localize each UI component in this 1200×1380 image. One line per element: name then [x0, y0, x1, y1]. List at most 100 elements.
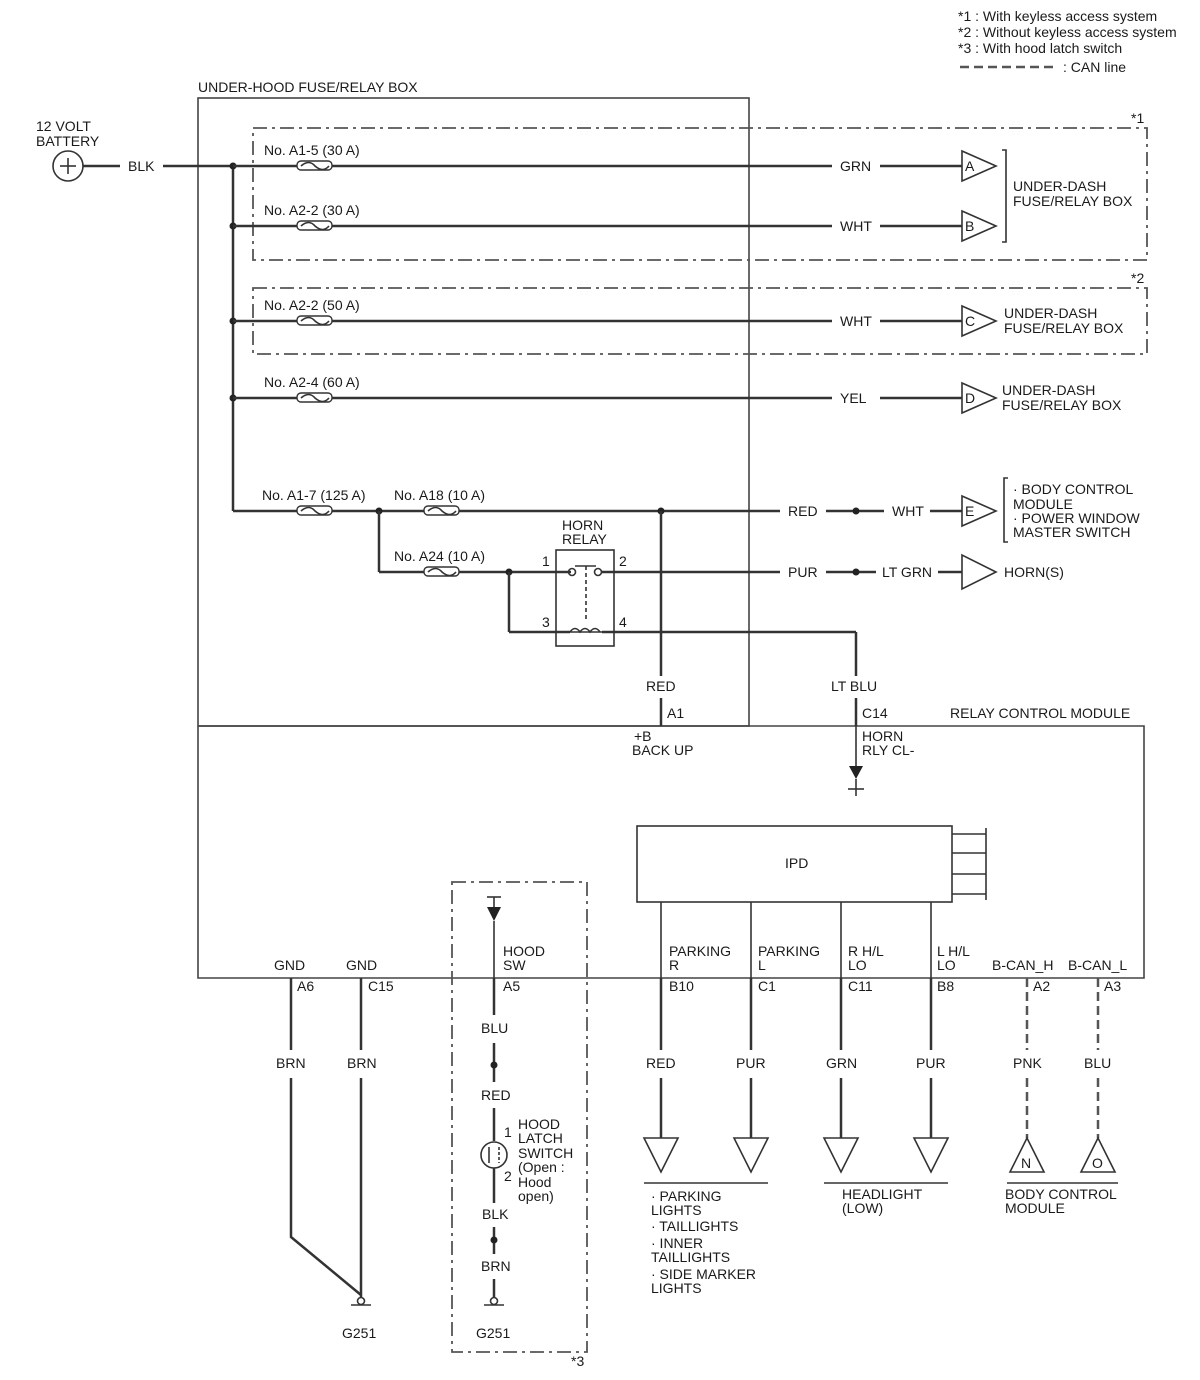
dest-c-1: UNDER-DASH [1004, 305, 1097, 321]
dest-e-2: MODULE [1013, 496, 1073, 512]
pin-a5: A5 [503, 978, 520, 994]
battery-label-1: 12 VOLT [36, 118, 91, 134]
pin-gnd-2: GND [346, 957, 377, 973]
fuse-a2-4-icon [296, 392, 333, 403]
wire-pur-c1-label: PUR [736, 1055, 766, 1071]
dest-bcm-1: BODY CONTROL [1005, 1186, 1117, 1202]
pin-b8: B8 [937, 978, 954, 994]
fuse-relay-box-label: UNDER-HOOD FUSE/RELAY BOX [198, 79, 418, 95]
horn-relay-icon [555, 549, 615, 647]
output-connector-icon [732, 1137, 770, 1174]
dest-parking-4: · INNER [651, 1235, 703, 1251]
wire-brn2-label: BRN [347, 1055, 377, 1071]
hood-switch-label-6: open) [518, 1188, 554, 1204]
connector-c-label: C [965, 313, 975, 329]
pin-bcanh: B-CAN_H [992, 957, 1053, 973]
wire-ltblu-label: LT BLU [831, 678, 877, 694]
connector-e-label: E [965, 503, 974, 519]
diode-arrow-icon [849, 766, 863, 779]
dest-parking-6: · SIDE MARKER [651, 1266, 756, 1282]
horn-connector-icon [961, 553, 998, 591]
bracket-e [1003, 477, 1008, 543]
splice [852, 507, 860, 515]
connector-c-icon [961, 304, 998, 338]
option-box-3 [451, 881, 588, 1353]
output-connector-icon [822, 1137, 860, 1174]
pin-rhl-1: R H/L [848, 943, 884, 959]
fuse-a2-2-icon [296, 220, 333, 231]
legend-can-line: : CAN line [1063, 59, 1126, 75]
fuse-a2-2-30-label: No. A2-2 (30 A) [264, 202, 360, 218]
ground-g251-2: G251 [476, 1325, 510, 1341]
pin-a6: A6 [297, 978, 314, 994]
splice [490, 1236, 498, 1244]
dest-parking-5: TAILLIGHTS [651, 1249, 730, 1265]
wire-red-a1-label: RED [646, 678, 676, 694]
wire-pur-label: PUR [788, 564, 818, 580]
dest-parking-7: LIGHTS [651, 1280, 702, 1296]
fuse-a1-5-label: No. A1-5 (30 A) [264, 142, 360, 158]
diode-arrow-icon [487, 907, 501, 921]
dest-bcm-2: MODULE [1005, 1200, 1065, 1216]
hood-switch-label-1: HOOD [518, 1116, 560, 1132]
horn-cl-label-1: HORN [862, 728, 903, 744]
battery-label-2: BATTERY [36, 133, 100, 149]
pin-c11: C11 [848, 978, 873, 994]
horn-relay-label-1: HORN [562, 517, 603, 533]
hood-switch-pin-1: 1 [504, 1124, 512, 1140]
fuse-a24-icon [423, 566, 460, 577]
pin-a1: A1 [667, 705, 684, 721]
connector-b-label: B [965, 218, 974, 234]
dest-ab-1: UNDER-DASH [1013, 178, 1106, 194]
battery-icon [52, 150, 84, 182]
horn-cl-label-2: RLY CL- [862, 742, 915, 758]
horn-relay-pin-3: 3 [542, 614, 550, 630]
dest-horn: HORN(S) [1004, 564, 1064, 580]
fuse-a2-4-label: No. A2-4 (60 A) [264, 374, 360, 390]
output-connector-icon [642, 1137, 680, 1174]
pin-c1: C1 [758, 978, 776, 994]
connector-o-label: O [1092, 1155, 1103, 1171]
hood-switch-label-2: LATCH [518, 1130, 563, 1146]
wire-blk-h-label: BLK [482, 1206, 509, 1222]
fuse-a1-5-icon [296, 160, 333, 171]
pin-b10: B10 [669, 978, 694, 994]
dest-parking-2: LIGHTS [651, 1202, 702, 1218]
wire-grn-c11-label: GRN [826, 1055, 857, 1071]
connector-e-icon [961, 494, 998, 528]
fuse-a18-label: No. A18 (10 A) [394, 487, 485, 503]
option-marker-3: *3 [571, 1353, 584, 1369]
relay-control-module-outline [197, 725, 1145, 979]
dest-e-1: · BODY CONTROL [1013, 481, 1134, 497]
bracket-ab [1002, 149, 1007, 243]
fuse-a24-label: No. A24 (10 A) [394, 548, 485, 564]
dest-c-2: FUSE/RELAY BOX [1004, 320, 1124, 336]
option-box-2 [252, 287, 1148, 355]
pin-gnd-1: GND [274, 957, 305, 973]
relay-control-module-label: RELAY CONTROL MODULE [950, 705, 1130, 721]
connector-n-label: N [1021, 1155, 1031, 1171]
battery-wire-color: BLK [128, 158, 155, 174]
fuse-a1-7-icon [296, 505, 333, 516]
dest-e-3: · POWER WINDOW [1013, 510, 1141, 526]
pin-rhl-2: LO [848, 957, 867, 973]
wire-wht-e-label: WHT [892, 503, 924, 519]
fuse-a2-2-50-label: No. A2-2 (50 A) [264, 297, 360, 313]
horn-relay-pin-1: 1 [542, 553, 550, 569]
fuse-a18-icon [423, 505, 460, 516]
pin-hood-1: HOOD [503, 943, 545, 959]
dest-d-2: FUSE/RELAY BOX [1002, 397, 1122, 413]
ground-wire-a6 [289, 1078, 362, 1296]
backup-label-1: +B [634, 728, 652, 744]
wire-wht-label: WHT [840, 313, 872, 329]
connector-n-icon [1008, 1136, 1046, 1173]
wire-ltgrn-label: LT GRN [882, 564, 932, 580]
dest-headlight-1: HEADLIGHT [842, 1186, 923, 1202]
ipd-label: IPD [785, 855, 808, 871]
wire-brn1-label: BRN [276, 1055, 306, 1071]
pin-c15: C15 [368, 978, 394, 994]
dest-e-4: MASTER SWITCH [1013, 524, 1130, 540]
wire-blu-a3-label: BLU [1084, 1055, 1111, 1071]
ground-g251-1: G251 [342, 1325, 376, 1341]
